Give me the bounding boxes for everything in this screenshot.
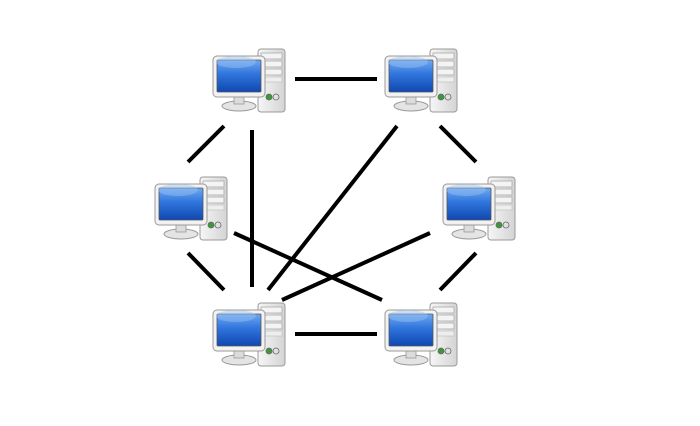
link-top-right-mid-right	[438, 124, 478, 164]
computer-icon-mid-right	[443, 177, 515, 240]
link-mid-left-bottom-left	[186, 251, 226, 292]
computer-icon-mid-left	[155, 177, 227, 240]
link-mid-left-bottom-right	[233, 231, 383, 302]
computer-icon-bottom-right	[385, 303, 457, 366]
computer-icon-bottom-left	[213, 303, 285, 366]
link-top-left-mid-left	[186, 124, 226, 164]
computer-icon-top-right	[385, 49, 457, 112]
link-top-right-bottom-left	[266, 124, 399, 292]
network-links	[186, 77, 478, 336]
computer-icon-top-left	[213, 49, 285, 112]
link-mid-right-bottom-right	[438, 251, 478, 292]
link-mid-right-bottom-left	[281, 231, 431, 302]
